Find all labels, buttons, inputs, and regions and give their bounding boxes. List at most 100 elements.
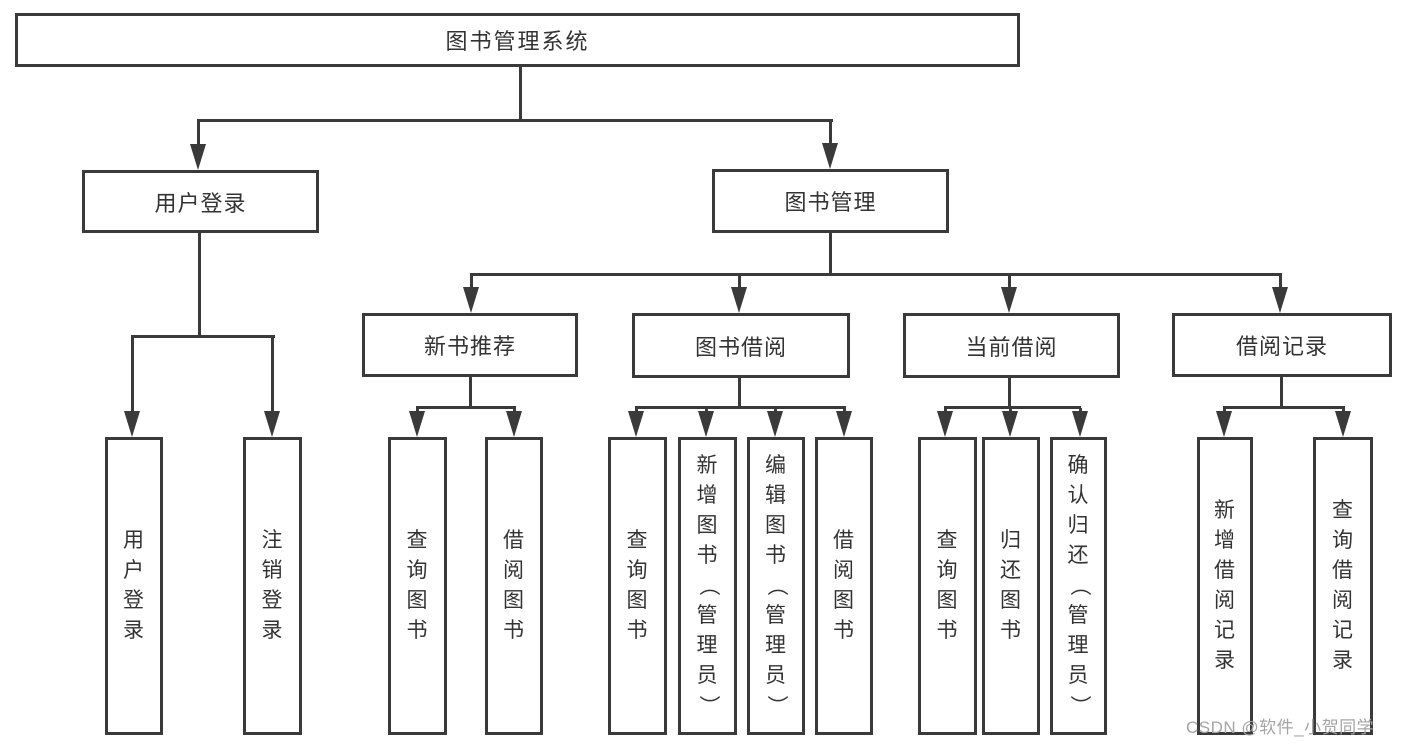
csdn-watermark: CSDN @软件_小贺同学	[1186, 718, 1375, 737]
arrowhead-icon	[124, 411, 140, 437]
leaf-return-books-label: 归还图书	[1000, 526, 1022, 646]
vertical-char: 查	[406, 529, 429, 552]
edge-split-line	[470, 273, 1282, 276]
leaf-edit-book-admin: 编辑图书（管理员）	[747, 437, 805, 735]
vertical-char: （	[765, 575, 788, 597]
vertical-char: 管	[1067, 604, 1090, 627]
vertical-char: 记	[1214, 619, 1236, 642]
edge-line	[271, 337, 274, 413]
vertical-char: 辑	[765, 484, 787, 507]
vertical-char: 增	[1214, 529, 1236, 552]
node-book-management: 图书管理	[712, 169, 949, 233]
edge-line	[470, 275, 473, 289]
arrowhead-icon	[731, 287, 747, 313]
edge-split-line	[197, 119, 833, 122]
leaf-query-books-borrow: 查询图书	[608, 437, 667, 735]
vertical-char: 图	[765, 514, 787, 537]
node-book-borrow-label: 图书借阅	[694, 334, 787, 360]
leaf-query-books-current: 查询图书	[918, 437, 977, 735]
vertical-char: 归	[1067, 514, 1090, 537]
leaf-edit-book-admin-label: 编辑图书（管理员）	[765, 451, 788, 721]
vertical-char: 还	[1067, 544, 1090, 567]
leaf-logout-label: 注销登录	[262, 526, 284, 646]
vertical-char: 查	[626, 529, 649, 552]
arrowhead-icon	[1001, 287, 1017, 313]
node-book-management-label: 图书管理	[784, 190, 877, 215]
leaf-query-books-recommend: 查询图书	[388, 437, 447, 735]
leaf-query-books-current-label: 查询图书	[937, 526, 959, 646]
vertical-char: 书	[765, 544, 787, 567]
edge-split-line	[416, 406, 516, 409]
arrowhead-icon	[190, 144, 206, 170]
arrowhead-icon	[1272, 287, 1288, 313]
arrowhead-icon	[767, 411, 783, 437]
vertical-char: 图	[503, 589, 525, 612]
leaf-borrow-books: 借阅图书	[815, 437, 873, 735]
edge-line	[469, 377, 472, 409]
leaf-logout: 注销登录	[243, 437, 302, 735]
vertical-char: 还	[1000, 559, 1022, 582]
vertical-char: 询	[1332, 529, 1354, 552]
arrowhead-icon	[1216, 411, 1232, 437]
vertical-char: 记	[1332, 619, 1354, 642]
leaf-user-login: 用户登录	[105, 437, 163, 735]
vertical-char: 书	[406, 619, 429, 642]
leaf-query-borrow-record: 查询借阅记录	[1313, 437, 1373, 735]
arrowhead-icon	[628, 411, 644, 437]
vertical-char: 归	[1000, 529, 1022, 552]
arrowhead-icon	[463, 287, 479, 313]
vertical-char: ）	[1067, 695, 1091, 717]
leaf-query-books-recommend-label: 查询图书	[407, 526, 429, 646]
vertical-char: 书	[936, 619, 959, 642]
edge-line	[829, 233, 832, 276]
leaf-add-book-admin-label: 新增图书（管理员）	[696, 451, 720, 721]
vertical-char: 编	[765, 454, 787, 477]
vertical-char: 员	[765, 664, 787, 687]
arrowhead-icon	[506, 411, 522, 437]
vertical-char: 增	[696, 484, 719, 507]
vertical-char: 认	[1067, 484, 1090, 507]
vertical-char: 确	[1067, 454, 1090, 477]
edge-line	[519, 67, 522, 121]
vertical-char: 录	[123, 619, 145, 642]
vertical-char: ）	[696, 695, 720, 717]
edge-split-line	[944, 406, 1081, 409]
vertical-char: 新	[696, 454, 719, 477]
leaf-add-borrow-record-label: 新增借阅记录	[1214, 496, 1236, 676]
edge-line	[131, 337, 134, 413]
vertical-char: 员	[1067, 664, 1090, 687]
vertical-char: 书	[833, 619, 855, 642]
node-new-book-recommend: 新书推荐	[362, 313, 578, 377]
edge-split-line	[1223, 406, 1345, 409]
arrowhead-icon	[1335, 411, 1351, 437]
vertical-char: 借	[1214, 559, 1236, 582]
vertical-char: 借	[833, 529, 855, 552]
vertical-char: （	[1067, 575, 1091, 597]
leaf-confirm-return-admin-label: 确认归还（管理员）	[1067, 451, 1091, 721]
vertical-char: 户	[123, 559, 145, 582]
arrowhead-icon	[1072, 411, 1088, 437]
arrowhead-icon	[698, 411, 714, 437]
vertical-char: 管	[696, 604, 719, 627]
vertical-char: 阅	[833, 559, 855, 582]
arrowhead-icon	[409, 411, 425, 437]
vertical-char: 询	[936, 559, 959, 582]
vertical-char: （	[696, 575, 720, 597]
vertical-char: 录	[1332, 649, 1354, 672]
vertical-char: 新	[1214, 499, 1236, 522]
vertical-char: 阅	[1332, 589, 1354, 612]
leaf-add-book-admin: 新增图书（管理员）	[678, 437, 737, 735]
leaf-borrow-books-recommend-label: 借阅图书	[503, 526, 525, 646]
edge-line	[1280, 377, 1283, 409]
vertical-char: 书	[503, 619, 525, 642]
vertical-char: 书	[1000, 619, 1022, 642]
vertical-char: 员	[696, 664, 719, 687]
vertical-char: 登	[123, 589, 145, 612]
node-current-borrow-label: 当前借阅	[965, 334, 1058, 360]
edge-line	[1008, 275, 1011, 289]
vertical-char: 注	[261, 529, 284, 552]
arrowhead-icon	[264, 411, 280, 437]
edge-split-line	[635, 406, 846, 409]
leaf-return-books: 归还图书	[982, 437, 1040, 735]
vertical-char: 阅	[503, 559, 525, 582]
